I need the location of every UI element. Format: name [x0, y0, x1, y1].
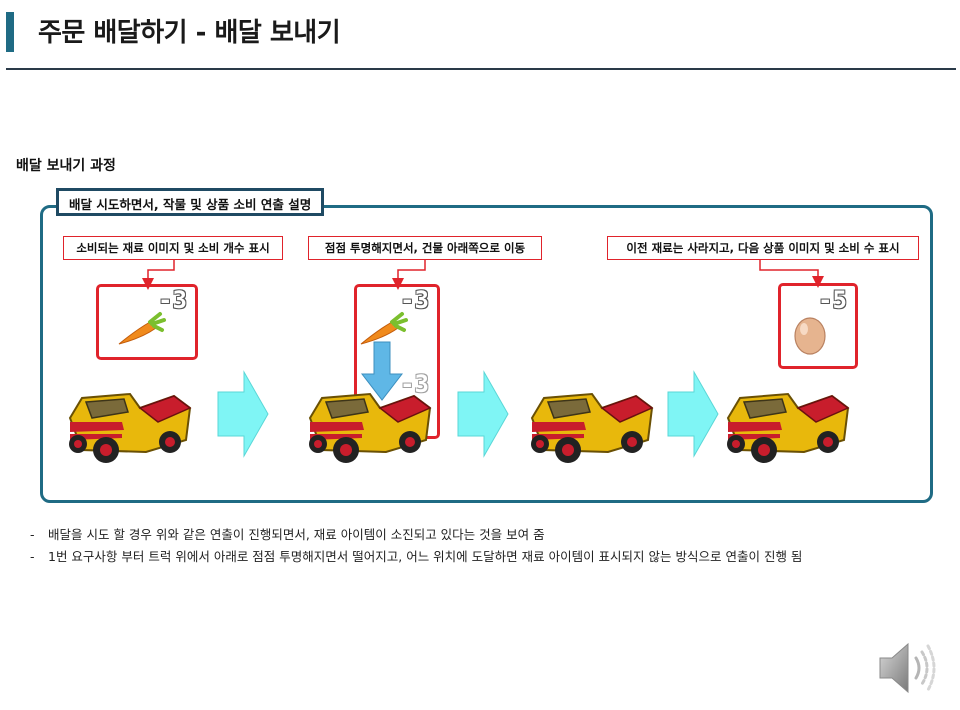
carrot-icon	[118, 312, 166, 345]
page-title: 주문 배달하기 - 배달 보내기	[38, 18, 341, 48]
connector-line-2	[392, 260, 426, 290]
carrot-icon-step2	[360, 312, 408, 345]
list-item: -1번 요구사항 부터 트럭 위에서 아래로 점점 투명해지면서 떨어지고, 어…	[30, 546, 802, 568]
flow-arrow-2	[457, 370, 509, 458]
count-step1: -3	[158, 286, 187, 314]
bullet-text-2: 1번 요구사항 부터 트럭 위에서 아래로 점점 투명해지면서 떨어지고, 어느…	[48, 549, 803, 564]
bullet-text-1: 배달을 시도 할 경우 위와 같은 연출이 진행되면서, 재료 아이템이 소진되…	[48, 527, 545, 542]
description-list: -배달을 시도 할 경우 위와 같은 연출이 진행되면서, 재료 아이템이 소진…	[30, 524, 802, 568]
process-panel	[40, 205, 933, 503]
callout-next-label: 이전 재료는 사라지고, 다음 상품 이미지 및 소비 수 표시	[607, 236, 919, 260]
connector-line-1	[142, 260, 175, 290]
flow-arrow-3	[667, 370, 719, 458]
down-arrow-icon	[360, 341, 404, 401]
item-box-step1	[96, 284, 198, 360]
list-item: -배달을 시도 할 경우 위와 같은 연출이 진행되면서, 재료 아이템이 소진…	[30, 524, 802, 546]
flow-arrow-1	[217, 370, 269, 458]
panel-tab-label: 배달 시도하면서, 작물 및 상품 소비 연출 설명	[56, 188, 325, 216]
count-step2-fading: -3	[400, 370, 429, 398]
section-title: 배달 보내기 과정	[16, 158, 116, 174]
speaker-icon[interactable]	[876, 638, 940, 698]
bullet-marker: -	[30, 549, 35, 564]
egg-icon	[794, 317, 826, 355]
title-accent-bar	[6, 12, 14, 52]
callout-consume-label: 소비되는 재료 이미지 및 소비 개수 표시	[63, 236, 283, 260]
count-step4: -5	[818, 286, 847, 314]
truck-icon-step4	[726, 393, 849, 464]
count-step2-top: -3	[400, 286, 429, 314]
truck-icon-step1	[68, 393, 191, 464]
truck-icon-step2	[308, 393, 431, 464]
item-box-step4	[778, 283, 858, 369]
bullet-marker: -	[30, 527, 35, 542]
truck-icon-step3	[530, 393, 653, 464]
title-divider	[6, 68, 956, 70]
callout-fade-label: 점점 투명해지면서, 건물 아래쪽으로 이동	[308, 236, 542, 260]
connector-line-3	[759, 260, 824, 288]
